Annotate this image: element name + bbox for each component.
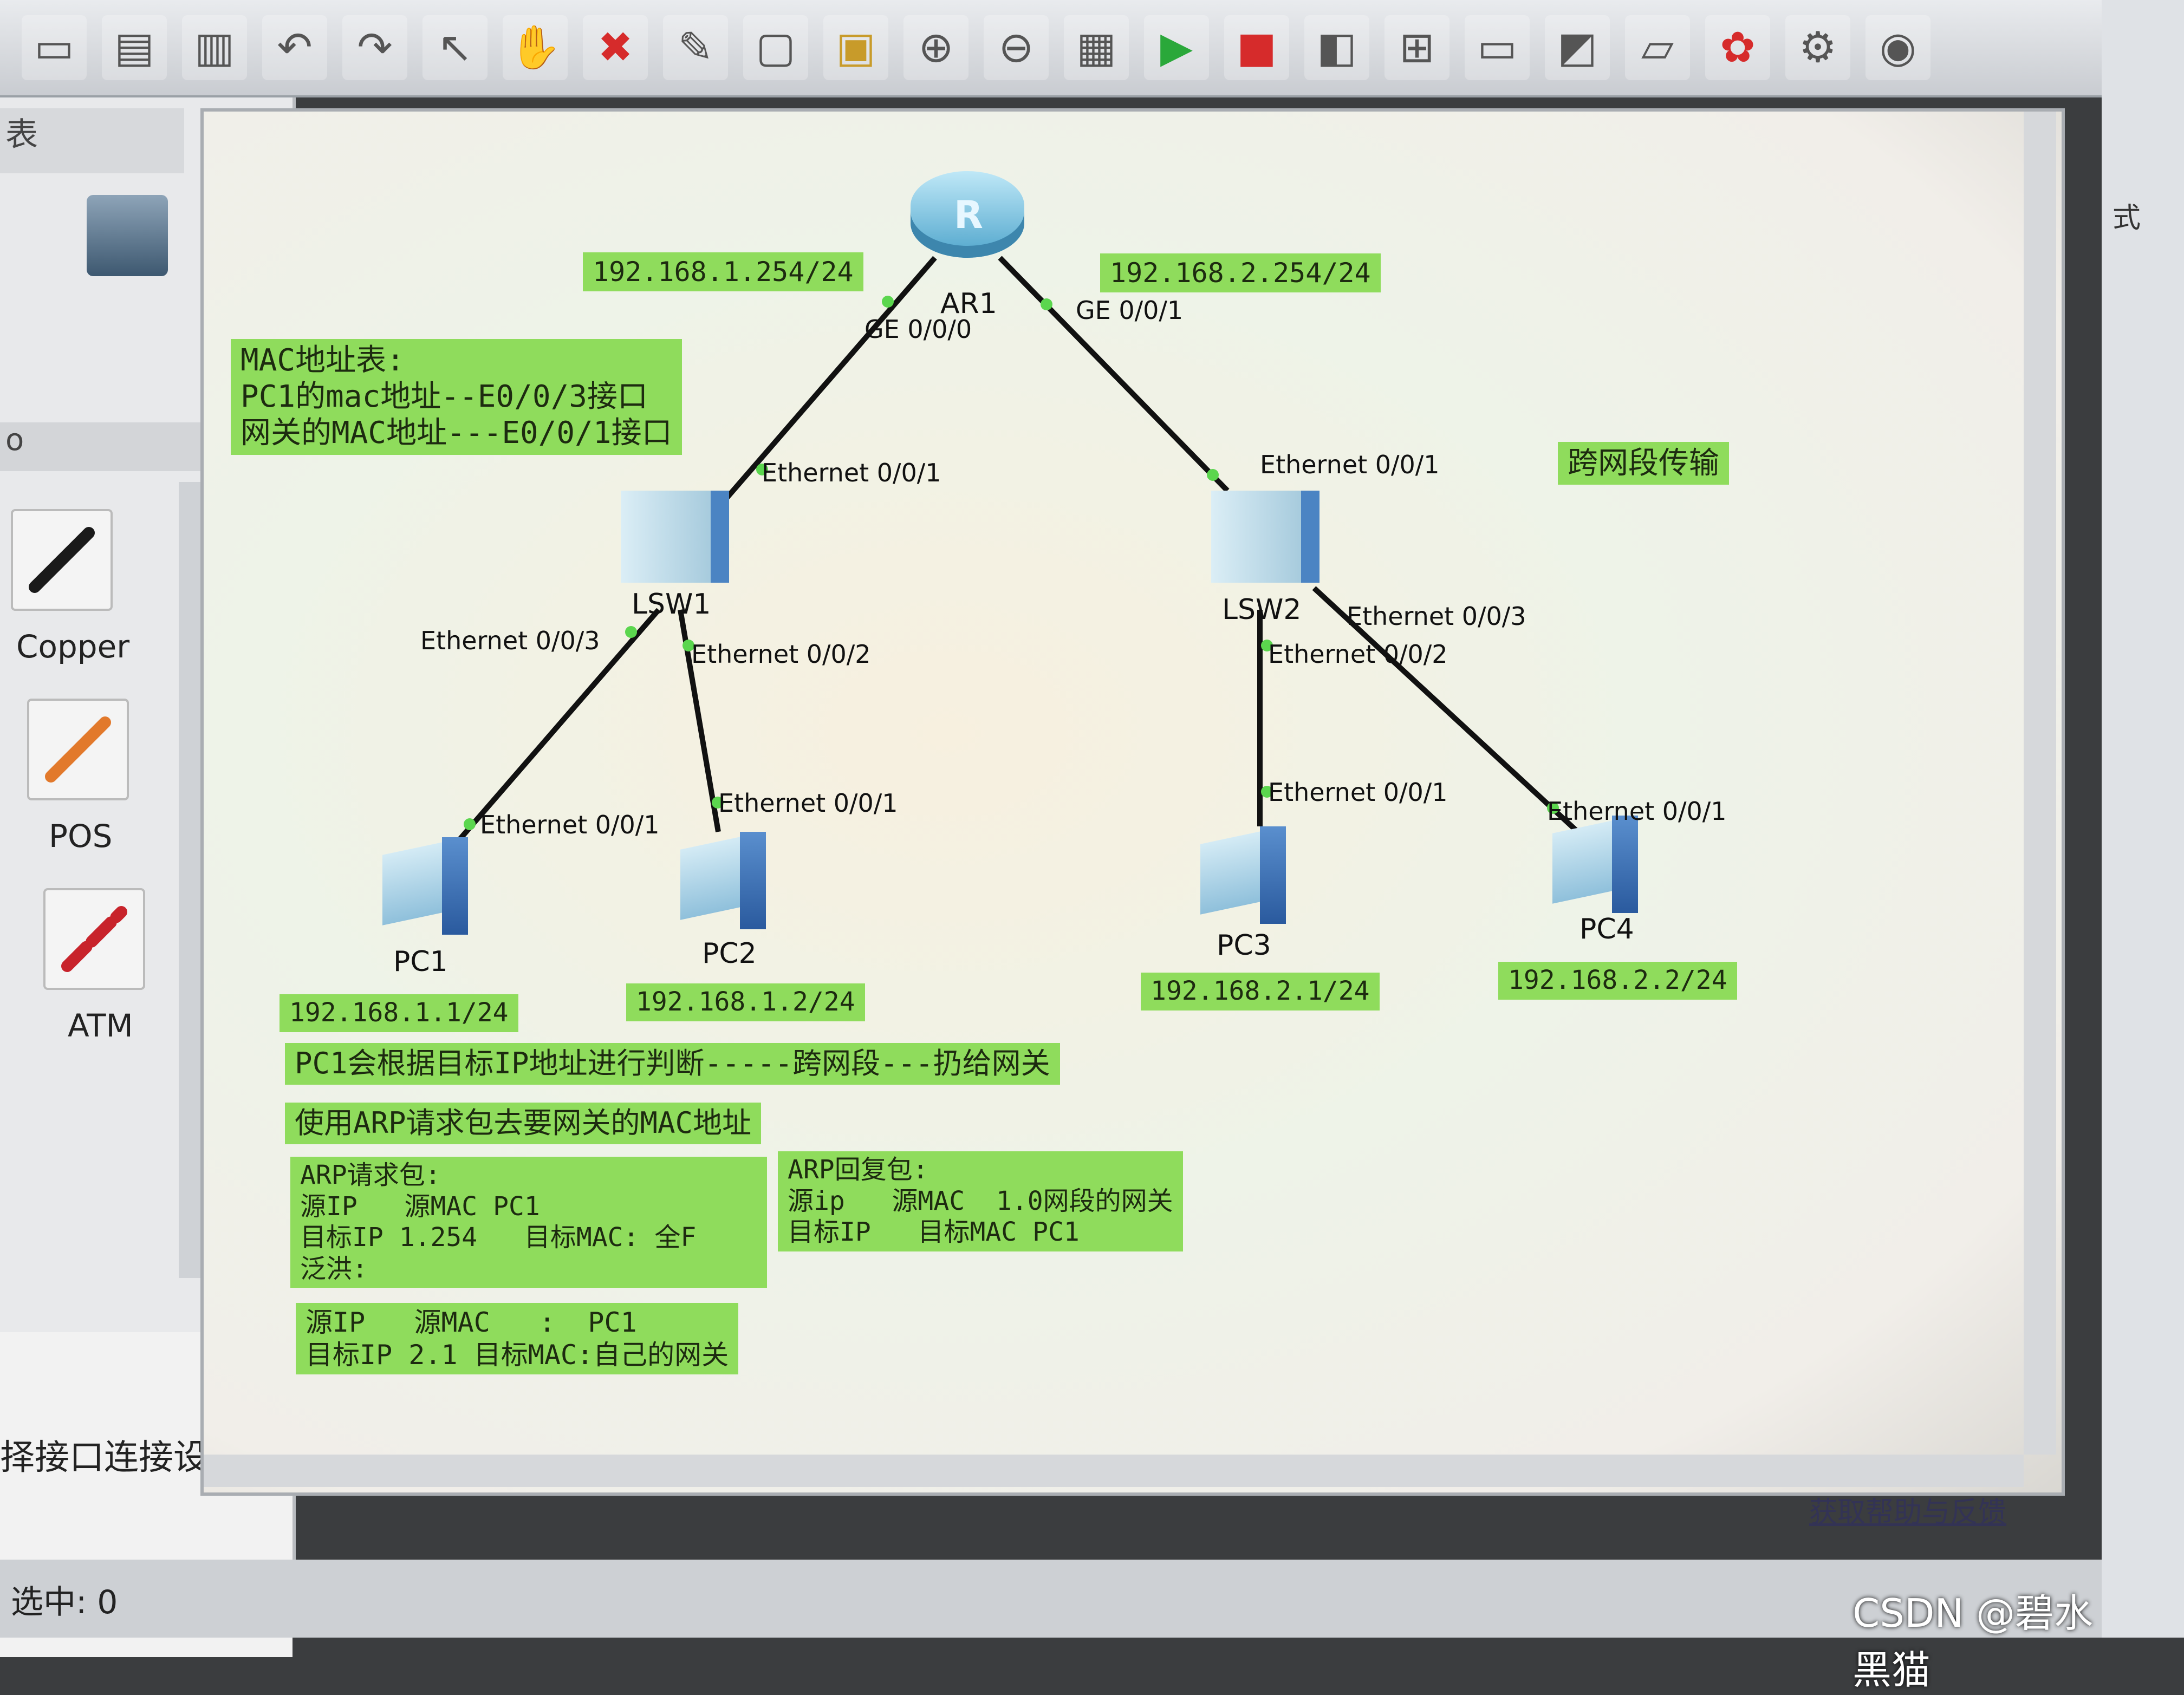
- pc3-icon[interactable]: [1200, 826, 1292, 929]
- pc1-e001-label: Ethernet 0/0/1: [480, 810, 660, 839]
- gateway1-ip-label[interactable]: 192.168.1.254/24: [583, 252, 863, 291]
- data-frame-note[interactable]: 源IP 源MAC : PC1 目标IP 2.1 目标MAC:自己的网关: [296, 1303, 739, 1374]
- pc1-icon[interactable]: [382, 837, 474, 940]
- capture-icon[interactable]: ◧: [1304, 15, 1369, 80]
- main-toolbar: ▭ ▤ ▥ ↶ ↷ ↖ ✋ ✖ ✎ ▢ ▣ ⊕ ⊖ ▦ ▶ ■ ◧ ⊞ ▭ ◩ …: [0, 0, 2102, 97]
- settings-icon[interactable]: ⚙: [1785, 15, 1850, 80]
- fit-icon[interactable]: ▦: [1064, 15, 1129, 80]
- port-dot: [625, 626, 637, 638]
- panel-header: 表: [0, 108, 184, 173]
- zoom-in-icon[interactable]: ⊕: [903, 15, 968, 80]
- lsw2-label: LSW2: [1222, 594, 1302, 626]
- topology-canvas[interactable]: R AR1 LSW1 LSW2 PC1 PC2 PC3 PC4 GE 0/0/0…: [200, 108, 2065, 1496]
- stop-icon[interactable]: ■: [1224, 15, 1289, 80]
- save-icon[interactable]: ▭: [22, 15, 87, 80]
- arp-reply-note[interactable]: ARP回复包: 源ip 源MAC 1.0网段的网关 目标IP 目标MAC PC1: [778, 1151, 1183, 1251]
- canvas-scrollbar-vertical[interactable]: [2024, 112, 2056, 1455]
- pc3-label: PC3: [1217, 929, 1271, 962]
- pc3-ip-label[interactable]: 192.168.2.1/24: [1141, 973, 1380, 1011]
- port-dot: [464, 818, 476, 830]
- help-feedback-link[interactable]: 获取帮助与反馈: [1809, 1496, 2007, 1529]
- arp-request-note[interactable]: ARP请求包: 源IP 源MAC PC1 目标IP 1.254 目标MAC: 全…: [290, 1157, 767, 1288]
- judge-note[interactable]: PC1会根据目标IP地址进行判断-----跨网段---扔给网关: [285, 1043, 1060, 1085]
- cli-icon[interactable]: ◩: [1545, 15, 1610, 80]
- gateway2-ip-label[interactable]: 192.168.2.254/24: [1100, 253, 1381, 292]
- lsw1-label: LSW1: [632, 588, 711, 621]
- port-dot: [1261, 640, 1273, 651]
- pc1-ip-label[interactable]: 192.168.1.1/24: [280, 994, 518, 1032]
- ar1-ge001-label: GE 0/0/1: [1076, 296, 1184, 325]
- zoom-out-icon[interactable]: ⊖: [984, 15, 1049, 80]
- topology-icon[interactable]: ⊞: [1384, 15, 1450, 80]
- switch-lsw2-icon[interactable]: [1211, 491, 1320, 583]
- pc2-e001-label: Ethernet 0/0/1: [718, 788, 898, 818]
- link-ar1-lsw1: [722, 256, 937, 504]
- port-dot: [882, 296, 894, 308]
- lsw1-e001-label: Ethernet 0/0/1: [762, 458, 941, 487]
- delete-link-icon[interactable]: ✎: [663, 15, 728, 80]
- hand-icon[interactable]: ✋: [503, 15, 568, 80]
- delete-icon[interactable]: ✖: [583, 15, 648, 80]
- chat-icon[interactable]: ▱: [1625, 15, 1690, 80]
- panel-description-text: 择接口连接设: [0, 1438, 208, 1478]
- palette-icon[interactable]: ▣: [823, 15, 888, 80]
- cross-segment-note[interactable]: 跨网段传输: [1558, 442, 1729, 485]
- lsw1-e002-label: Ethernet 0/0/2: [691, 640, 871, 669]
- right-panel-text: 式: [2112, 202, 2141, 234]
- pc3-e001-label: Ethernet 0/0/1: [1268, 778, 1448, 807]
- ar1-label: AR1: [940, 288, 997, 320]
- lsw2-e002-label: Ethernet 0/0/2: [1268, 640, 1448, 669]
- watermark: CSDN @碧水黑猫: [1852, 1590, 2094, 1693]
- pc2-ip-label[interactable]: 192.168.1.2/24: [626, 983, 865, 1021]
- print-icon[interactable]: ▥: [182, 15, 247, 80]
- mac-table-note[interactable]: MAC地址表: PC1的mac地址--E0/0/3接口 网关的MAC地址---E…: [231, 339, 682, 455]
- link-lsw1-pc1: [445, 608, 661, 856]
- lsw2-e003-label: Ethernet 0/0/3: [1347, 602, 1526, 631]
- port-dot: [1207, 469, 1219, 481]
- pos-cable-icon: [45, 716, 111, 783]
- atm-cable-label: ATM: [68, 1007, 133, 1044]
- save-as-icon[interactable]: ▤: [102, 15, 167, 80]
- port-dot: [756, 464, 768, 475]
- huawei-icon[interactable]: ✿: [1705, 15, 1770, 80]
- atm-cable-button[interactable]: [43, 888, 145, 990]
- lsw1-e003-label: Ethernet 0/0/3: [420, 626, 600, 655]
- lsw2-e001-label: Ethernet 0/0/1: [1260, 450, 1440, 479]
- port-dot: [1261, 786, 1273, 798]
- link-ar1-lsw2: [998, 256, 1230, 493]
- pc2-icon[interactable]: [680, 832, 772, 935]
- pc1-label: PC1: [393, 946, 448, 978]
- help-icon[interactable]: ◉: [1865, 15, 1930, 80]
- arp-use-note[interactable]: 使用ARP请求包去要网关的MAC地址: [285, 1103, 762, 1144]
- pc4-ip-label[interactable]: 192.168.2.2/24: [1498, 962, 1737, 1000]
- canvas-scrollbar-horizontal[interactable]: [204, 1455, 2024, 1487]
- atm-cable-icon: [61, 906, 127, 972]
- port-dot: [712, 797, 724, 809]
- undo-icon[interactable]: ↶: [262, 15, 327, 80]
- selected-count: 选中: 0: [11, 1583, 118, 1621]
- pc2-label: PC2: [702, 937, 757, 970]
- start-icon[interactable]: ▶: [1144, 15, 1209, 80]
- redo-icon[interactable]: ↷: [342, 15, 407, 80]
- copper-cable-button[interactable]: [11, 509, 113, 611]
- window-icon[interactable]: ▭: [1465, 15, 1530, 80]
- pc4-icon[interactable]: [1552, 816, 1644, 918]
- switch-lsw1-icon[interactable]: [621, 491, 729, 583]
- port-dot: [1041, 298, 1052, 310]
- port-dot: [1547, 802, 1559, 814]
- port-dot: [682, 640, 694, 651]
- router-ar1-icon[interactable]: R: [911, 171, 1024, 258]
- pc4-label: PC4: [1580, 913, 1634, 946]
- device-category-icon[interactable]: [87, 195, 168, 276]
- copper-cable-label: Copper: [16, 628, 130, 665]
- right-side-panel: 式: [2102, 0, 2184, 1638]
- ar1-ge000-label: GE 0/0/0: [864, 315, 972, 344]
- pc4-e001-label: Ethernet 0/0/1: [1547, 797, 1727, 826]
- status-bar: 选中: 0 获取帮助与反馈 CSDN @碧水黑猫: [0, 1496, 2102, 1693]
- copper-cable-icon: [29, 527, 95, 593]
- select-icon[interactable]: ↖: [422, 15, 487, 80]
- pos-cable-label: POS: [49, 818, 113, 855]
- text-icon[interactable]: ▢: [743, 15, 808, 80]
- pos-cable-button[interactable]: [27, 699, 129, 800]
